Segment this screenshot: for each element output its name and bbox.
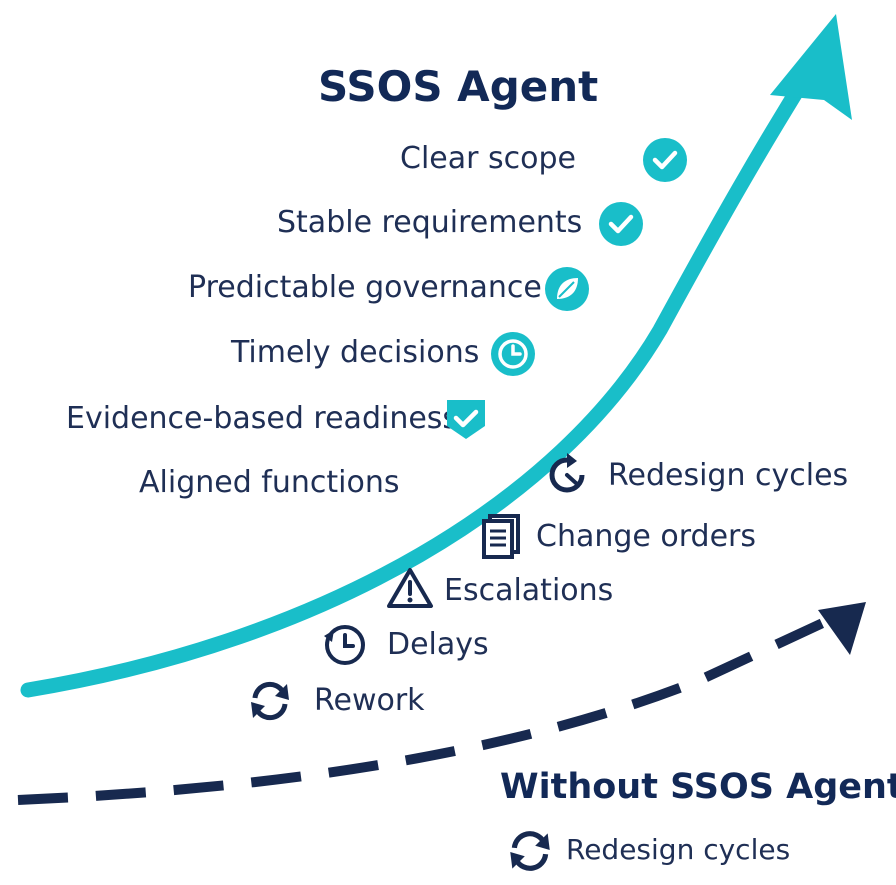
problem-escalations: Escalations: [444, 573, 614, 608]
problem-rework: Rework: [314, 683, 425, 718]
without-agent-dashed-curve: [17, 609, 845, 805]
refresh-icon: [504, 825, 556, 881]
without-agent-redesign-cycles: Redesign cycles: [566, 833, 791, 866]
refresh-icon: [245, 676, 295, 730]
problem-delays: Delays: [387, 627, 489, 662]
clock-icon: [490, 331, 536, 381]
without-ssos-agent-title: Without SSOS Agent: [500, 767, 896, 807]
benefit-clear-scope: Clear scope: [400, 141, 576, 176]
clock-icon: [322, 622, 368, 672]
ssos-agent-arrowhead: [770, 14, 852, 120]
without-agent-arrowhead: [818, 602, 866, 655]
warning-icon: [386, 566, 434, 614]
benefit-evidence-based-readiness: Evidence-based readiness: [66, 401, 459, 436]
shield-check-icon: [443, 396, 489, 446]
problem-redesign-cycles: Redesign cycles: [608, 458, 849, 493]
document-icon: [480, 513, 524, 563]
check-circle-icon: [642, 137, 688, 187]
benefit-aligned-functions: Aligned functions: [139, 465, 400, 500]
check-circle-icon: [598, 201, 644, 251]
benefit-predictable-governance: Predictable governance: [188, 270, 542, 305]
redesign-cycle-icon: [544, 452, 590, 502]
benefit-stable-requirements: Stable requirements: [277, 205, 583, 240]
ssos-agent-growth-curve: [20, 62, 818, 698]
leaf-icon: [544, 266, 590, 316]
benefit-timely-decisions: Timely decisions: [231, 335, 480, 370]
ssos-agent-title: SSOS Agent: [318, 62, 599, 111]
problem-change-orders: Change orders: [536, 519, 757, 554]
